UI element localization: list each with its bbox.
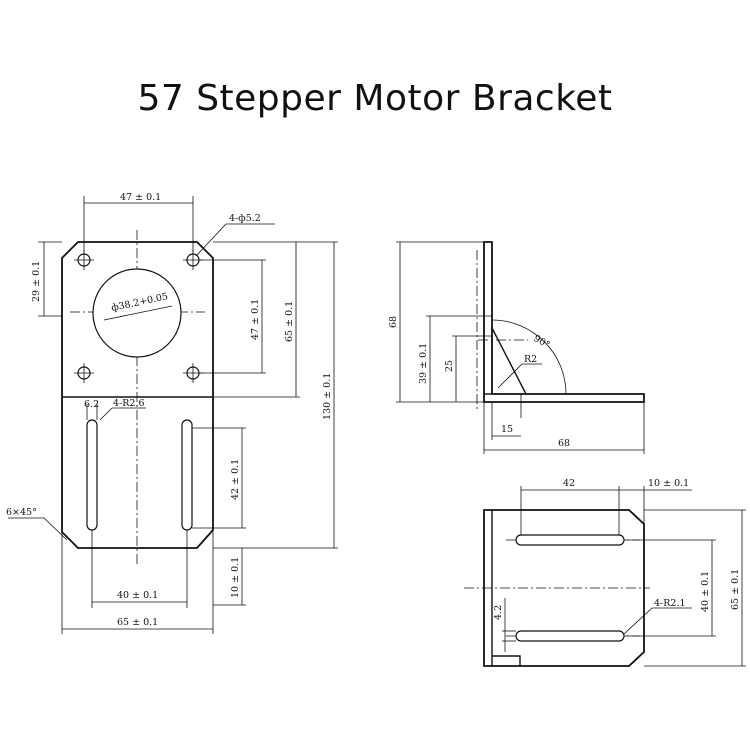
bottom-view: 42 10 ± 0.1 40 ± 0.1 65 ± 0.1 4.2 4-R2.1 [464,478,746,667]
side-height-dim-label: 68 [388,316,399,328]
side-view: 90° R2 68 39 ± 0.1 25 15 68 [388,241,645,454]
bottom-outline [483,509,645,667]
slot-offset-label: 6.2 [84,399,99,410]
bottom-slot-spacing-dim-label: 40 ± 0.1 [700,571,711,612]
slot-spacing-dim-label: 40 ± 0.1 [117,590,158,601]
mounting-slot [86,419,98,531]
bottom-slot-width-label: 4.2 [493,605,504,620]
hole-spacing-dim-label: 47 ± 0.1 [250,299,261,340]
front-view: ф38.2+0.05 47 ± 0.1 4-ф5.2 29 ± 0.1 [6,192,338,634]
total-height-dim-label: 130 ± 0.1 [322,373,333,420]
bore-diameter-leader [103,305,173,321]
gusset-height-dim-label: 39 ± 0.1 [418,343,429,384]
radius-label: R2 [524,354,537,365]
angle-arc [491,319,567,395]
bottom-width-dim-label: 65 ± 0.1 [117,617,158,628]
dim-25-label: 25 [444,360,455,372]
bottom-edge-dim-label: 10 ± 0.1 [648,478,689,489]
gusset-edge [491,327,527,395]
slot-length-dim-label: 42 ± 0.1 [230,459,241,500]
side-base-dim-label: 68 [558,438,570,449]
angle-label: 90° [532,333,552,351]
bottom-slot [515,534,625,546]
slot-callout-label: 4-R2.6 [113,398,145,409]
left-hole-height-dim-label: 29 ± 0.1 [31,261,42,302]
upper-height-dim-label: 65 ± 0.1 [284,301,295,342]
mounting-slot [181,419,193,531]
page-title: 57 Stepper Motor Bracket [137,78,613,119]
dim-15-label: 15 [501,424,513,435]
bottom-slot-callout-label: 4-R2.1 [654,598,686,609]
chamfer-label: 6×45° [6,507,37,518]
bottom-slot [515,630,625,642]
hole-callout-label: 4-ф5.2 [229,213,261,224]
bottom-slot-length-dim-label: 42 [563,478,575,489]
top-width-dim-label: 47 ± 0.1 [120,192,161,203]
bottom-width-dim-label: 65 ± 0.1 [730,569,741,610]
bottom-edge-dim-label: 10 ± 0.1 [230,557,241,598]
